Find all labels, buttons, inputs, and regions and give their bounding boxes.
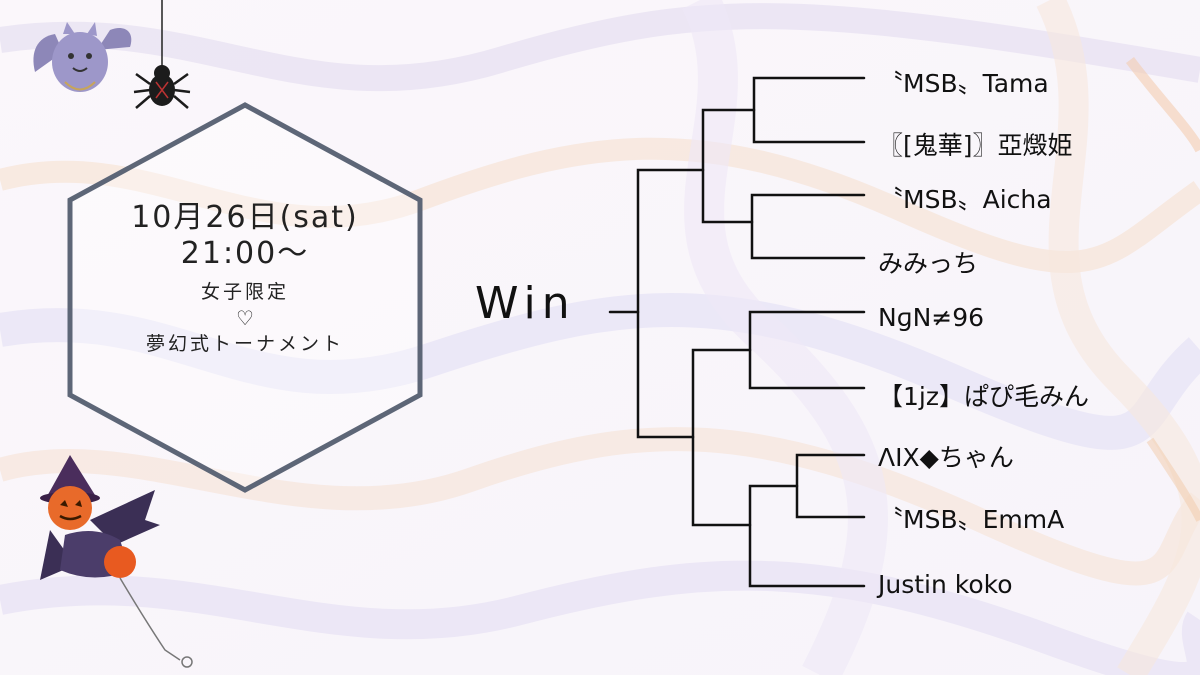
player-2: 〖[鬼華]〗亞燬姫 — [878, 131, 1073, 160]
player-8: 〝MSB〟EmmA — [878, 505, 1065, 534]
win-label: Win — [475, 278, 576, 329]
player-4: みみっち — [878, 249, 979, 278]
event-name: 夢幻式トーナメント — [145, 333, 344, 355]
event-info: 10月26日(sat) 21:00〜 女子限定 ♡ 夢幻式トーナメント — [65, 200, 425, 358]
bat-icon — [33, 22, 132, 92]
match-line — [636, 168, 705, 439]
spider-icon — [133, 0, 191, 109]
match-line — [795, 453, 866, 519]
player-6: 【1jz】ぱぴ毛みん — [878, 382, 1089, 411]
event-time: 21:00〜 — [180, 236, 310, 271]
match-line — [691, 348, 752, 527]
match-line — [701, 108, 756, 224]
pumpkin-witch-icon — [40, 455, 193, 668]
player-5: NɡN≠96 — [878, 303, 985, 332]
heart-icon: ♡ — [236, 306, 254, 330]
match-line — [748, 310, 866, 390]
match-line — [752, 76, 866, 144]
match-line — [750, 193, 866, 260]
player-7: ɅIX◆ちゃん — [878, 443, 1014, 472]
event-date: 10月26日(sat) — [131, 200, 359, 235]
info-hexagon — [67, 102, 423, 493]
player-9: Justin koko — [878, 570, 1013, 599]
event-category: 女子限定 — [200, 281, 289, 303]
player-3: 〝MSB〟Aicha — [878, 185, 1052, 214]
match-line — [748, 484, 866, 588]
player-1: 〝MSB〟Tama — [878, 69, 1049, 98]
